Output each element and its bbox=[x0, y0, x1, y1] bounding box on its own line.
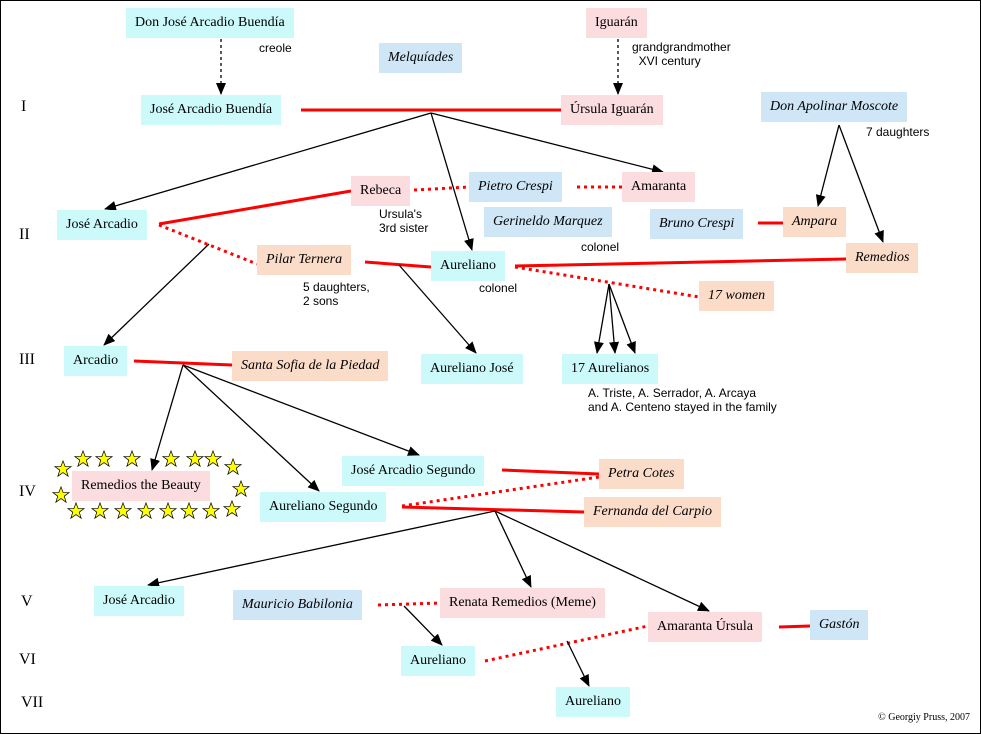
star-icon bbox=[180, 502, 198, 520]
person-jose-arcadio-buendia: José Arcadio Buendía bbox=[141, 95, 282, 125]
star-icon bbox=[162, 450, 180, 468]
note-colonel-gerineldo: colonel bbox=[581, 240, 620, 254]
person-jose-arcadio-gen2: José Arcadio bbox=[57, 210, 147, 240]
person-gerineldo-marquez: Gerineldo Marquez bbox=[484, 207, 612, 237]
arrow-to-17-aurelianos-2 bbox=[608, 283, 620, 354]
marriage-line-arcadio-santa-sofia bbox=[133, 359, 233, 367]
arrow-to-17-aurelianos-3 bbox=[608, 283, 636, 354]
affair-line-aureliano-amaranta-ursula bbox=[484, 624, 649, 663]
person-ampara: Ampara bbox=[783, 207, 847, 237]
star-icon bbox=[54, 460, 72, 478]
arrow-to-amaranta bbox=[430, 112, 664, 175]
arrow-to-17-aurelianos-1 bbox=[593, 283, 610, 354]
person-don-jose-arcadio-buendia: Don José Arcadio Buendía bbox=[126, 8, 294, 38]
marriage-line-aureliano-remedios bbox=[514, 257, 847, 268]
person-aureliano-gen6: Aureliano bbox=[401, 646, 475, 676]
person-pilar-ternera: Pilar Ternera bbox=[257, 245, 352, 275]
generation-label-3: III bbox=[19, 351, 35, 368]
note-ursulas-sister: Ursula's 3rd sister bbox=[379, 207, 429, 235]
person-mauricio-babilonia: Mauricio Babilonia bbox=[233, 590, 362, 620]
star-icon bbox=[123, 450, 141, 468]
arrow-to-ampara bbox=[815, 124, 840, 207]
star-icon bbox=[114, 502, 132, 520]
star-icon bbox=[232, 480, 250, 498]
arrow-to-aureliano-jose bbox=[398, 264, 477, 354]
arrow-to-aureliano-gen6 bbox=[403, 605, 443, 646]
person-fernanda-del-carpio: Fernanda del Carpio bbox=[584, 497, 721, 527]
note-creole: creole bbox=[259, 41, 292, 55]
arrow-to-remedios-the-beauty bbox=[150, 364, 184, 471]
person-amaranta-ursula: Amaranta Úrsula bbox=[648, 612, 763, 642]
copyright-note: © Georgiy Pruss, 2007 bbox=[878, 712, 970, 723]
person-renata-remedios-meme: Renata Remedios (Meme) bbox=[440, 588, 605, 618]
person-17-women: 17 women bbox=[699, 281, 775, 311]
person-santa-sofia-de-la-piedad: Santa Sofia de la Piedad bbox=[232, 351, 389, 381]
person-rebeca: Rebeca bbox=[351, 176, 411, 206]
note-colonel-aureliano: colonel bbox=[479, 281, 518, 295]
arrow-to-jose-arcadio-segundo bbox=[182, 364, 420, 456]
person-pietro-crespi: Pietro Crespi bbox=[469, 172, 562, 202]
arrow-to-aureliano-gen7 bbox=[566, 640, 590, 687]
star-icon bbox=[159, 502, 177, 520]
marriage-line-amaranta-ursula-gaston bbox=[778, 624, 811, 629]
affair-line-mauricio-meme bbox=[377, 601, 441, 607]
person-petra-cotes: Petra Cotes bbox=[599, 459, 684, 489]
generation-label-2: II bbox=[19, 226, 30, 243]
generation-label-1: I bbox=[21, 98, 27, 115]
person-don-apolinar-moscote: Don Apolinar Moscote bbox=[761, 92, 908, 122]
note-grandgrandmother: grandgrandmother XVI century bbox=[632, 40, 731, 68]
note-7-daughters: 7 daughters bbox=[866, 125, 930, 139]
arrow-to-arcadio bbox=[103, 243, 210, 346]
person-iguaran: Iguarán bbox=[586, 8, 647, 38]
generation-label-4: IV bbox=[19, 483, 36, 500]
arrow-to-jose-arcadio-gen5 bbox=[147, 510, 496, 588]
star-icon bbox=[224, 458, 242, 476]
marriage-line-jose-arcadio-rebeca bbox=[158, 189, 352, 226]
person-aureliano-segundo: Aureliano Segundo bbox=[260, 492, 387, 522]
marriage-line-aureliano-segundo-fernanda bbox=[401, 505, 585, 514]
person-17-aurelianos: 17 Aurelianos bbox=[562, 354, 659, 384]
person-aureliano-jose: Aureliano José bbox=[421, 354, 523, 384]
note-pilar-children: 5 daughters, 2 sons bbox=[303, 280, 370, 308]
affair-line-rebeca-pietro bbox=[413, 185, 470, 192]
star-icon bbox=[67, 502, 85, 520]
star-icon bbox=[95, 450, 113, 468]
arrow-to-aureliano-gen2 bbox=[430, 112, 474, 251]
note-aurelianos-stayed: A. Triste, A. Serrador, A. Arcaya and A.… bbox=[588, 386, 777, 414]
person-arcadio: Arcadio bbox=[64, 346, 128, 376]
person-jose-arcadio-segundo: José Arcadio Segundo bbox=[342, 456, 485, 486]
person-amaranta: Amaranta bbox=[622, 172, 696, 202]
person-jose-arcadio-gen5: José Arcadio bbox=[94, 586, 184, 616]
person-aureliano-gen2: Aureliano bbox=[431, 251, 505, 281]
person-aureliano-gen7: Aureliano bbox=[556, 687, 630, 717]
person-bruno-crespi: Bruno Crespi bbox=[650, 209, 744, 239]
star-icon bbox=[186, 450, 204, 468]
affair-line-pilar-aureliano bbox=[364, 260, 432, 269]
affair-line-segundo-petra bbox=[501, 468, 600, 476]
person-remedios: Remedios bbox=[846, 243, 919, 273]
star-icon bbox=[202, 502, 220, 520]
star-icon bbox=[204, 450, 222, 468]
star-icon bbox=[74, 450, 92, 468]
person-melquiades: Melquíades bbox=[379, 43, 463, 73]
star-icon bbox=[223, 500, 241, 518]
star-icon bbox=[91, 502, 109, 520]
person-ursula-iguaran: Úrsula Iguarán bbox=[561, 95, 663, 125]
arrow-to-remedios bbox=[838, 124, 884, 243]
person-remedios-the-beauty: Remedios the Beauty bbox=[72, 471, 210, 501]
arrow-to-aureliano-segundo bbox=[182, 364, 320, 492]
star-icon bbox=[52, 486, 70, 504]
affair-line-aureliano-segundo-petra bbox=[401, 475, 600, 508]
star-icon bbox=[137, 502, 155, 520]
affair-line-aureliano-17-women bbox=[514, 265, 700, 299]
generation-label-6: VI bbox=[19, 651, 36, 668]
generation-label-5: V bbox=[21, 593, 33, 610]
person-gaston: Gastón bbox=[810, 610, 869, 640]
arrow-to-jose-arcadio-gen2 bbox=[104, 112, 432, 211]
generation-label-7: VII bbox=[21, 694, 44, 711]
arrow-to-amaranta-ursula bbox=[494, 510, 710, 612]
arrow-to-meme bbox=[494, 510, 532, 588]
